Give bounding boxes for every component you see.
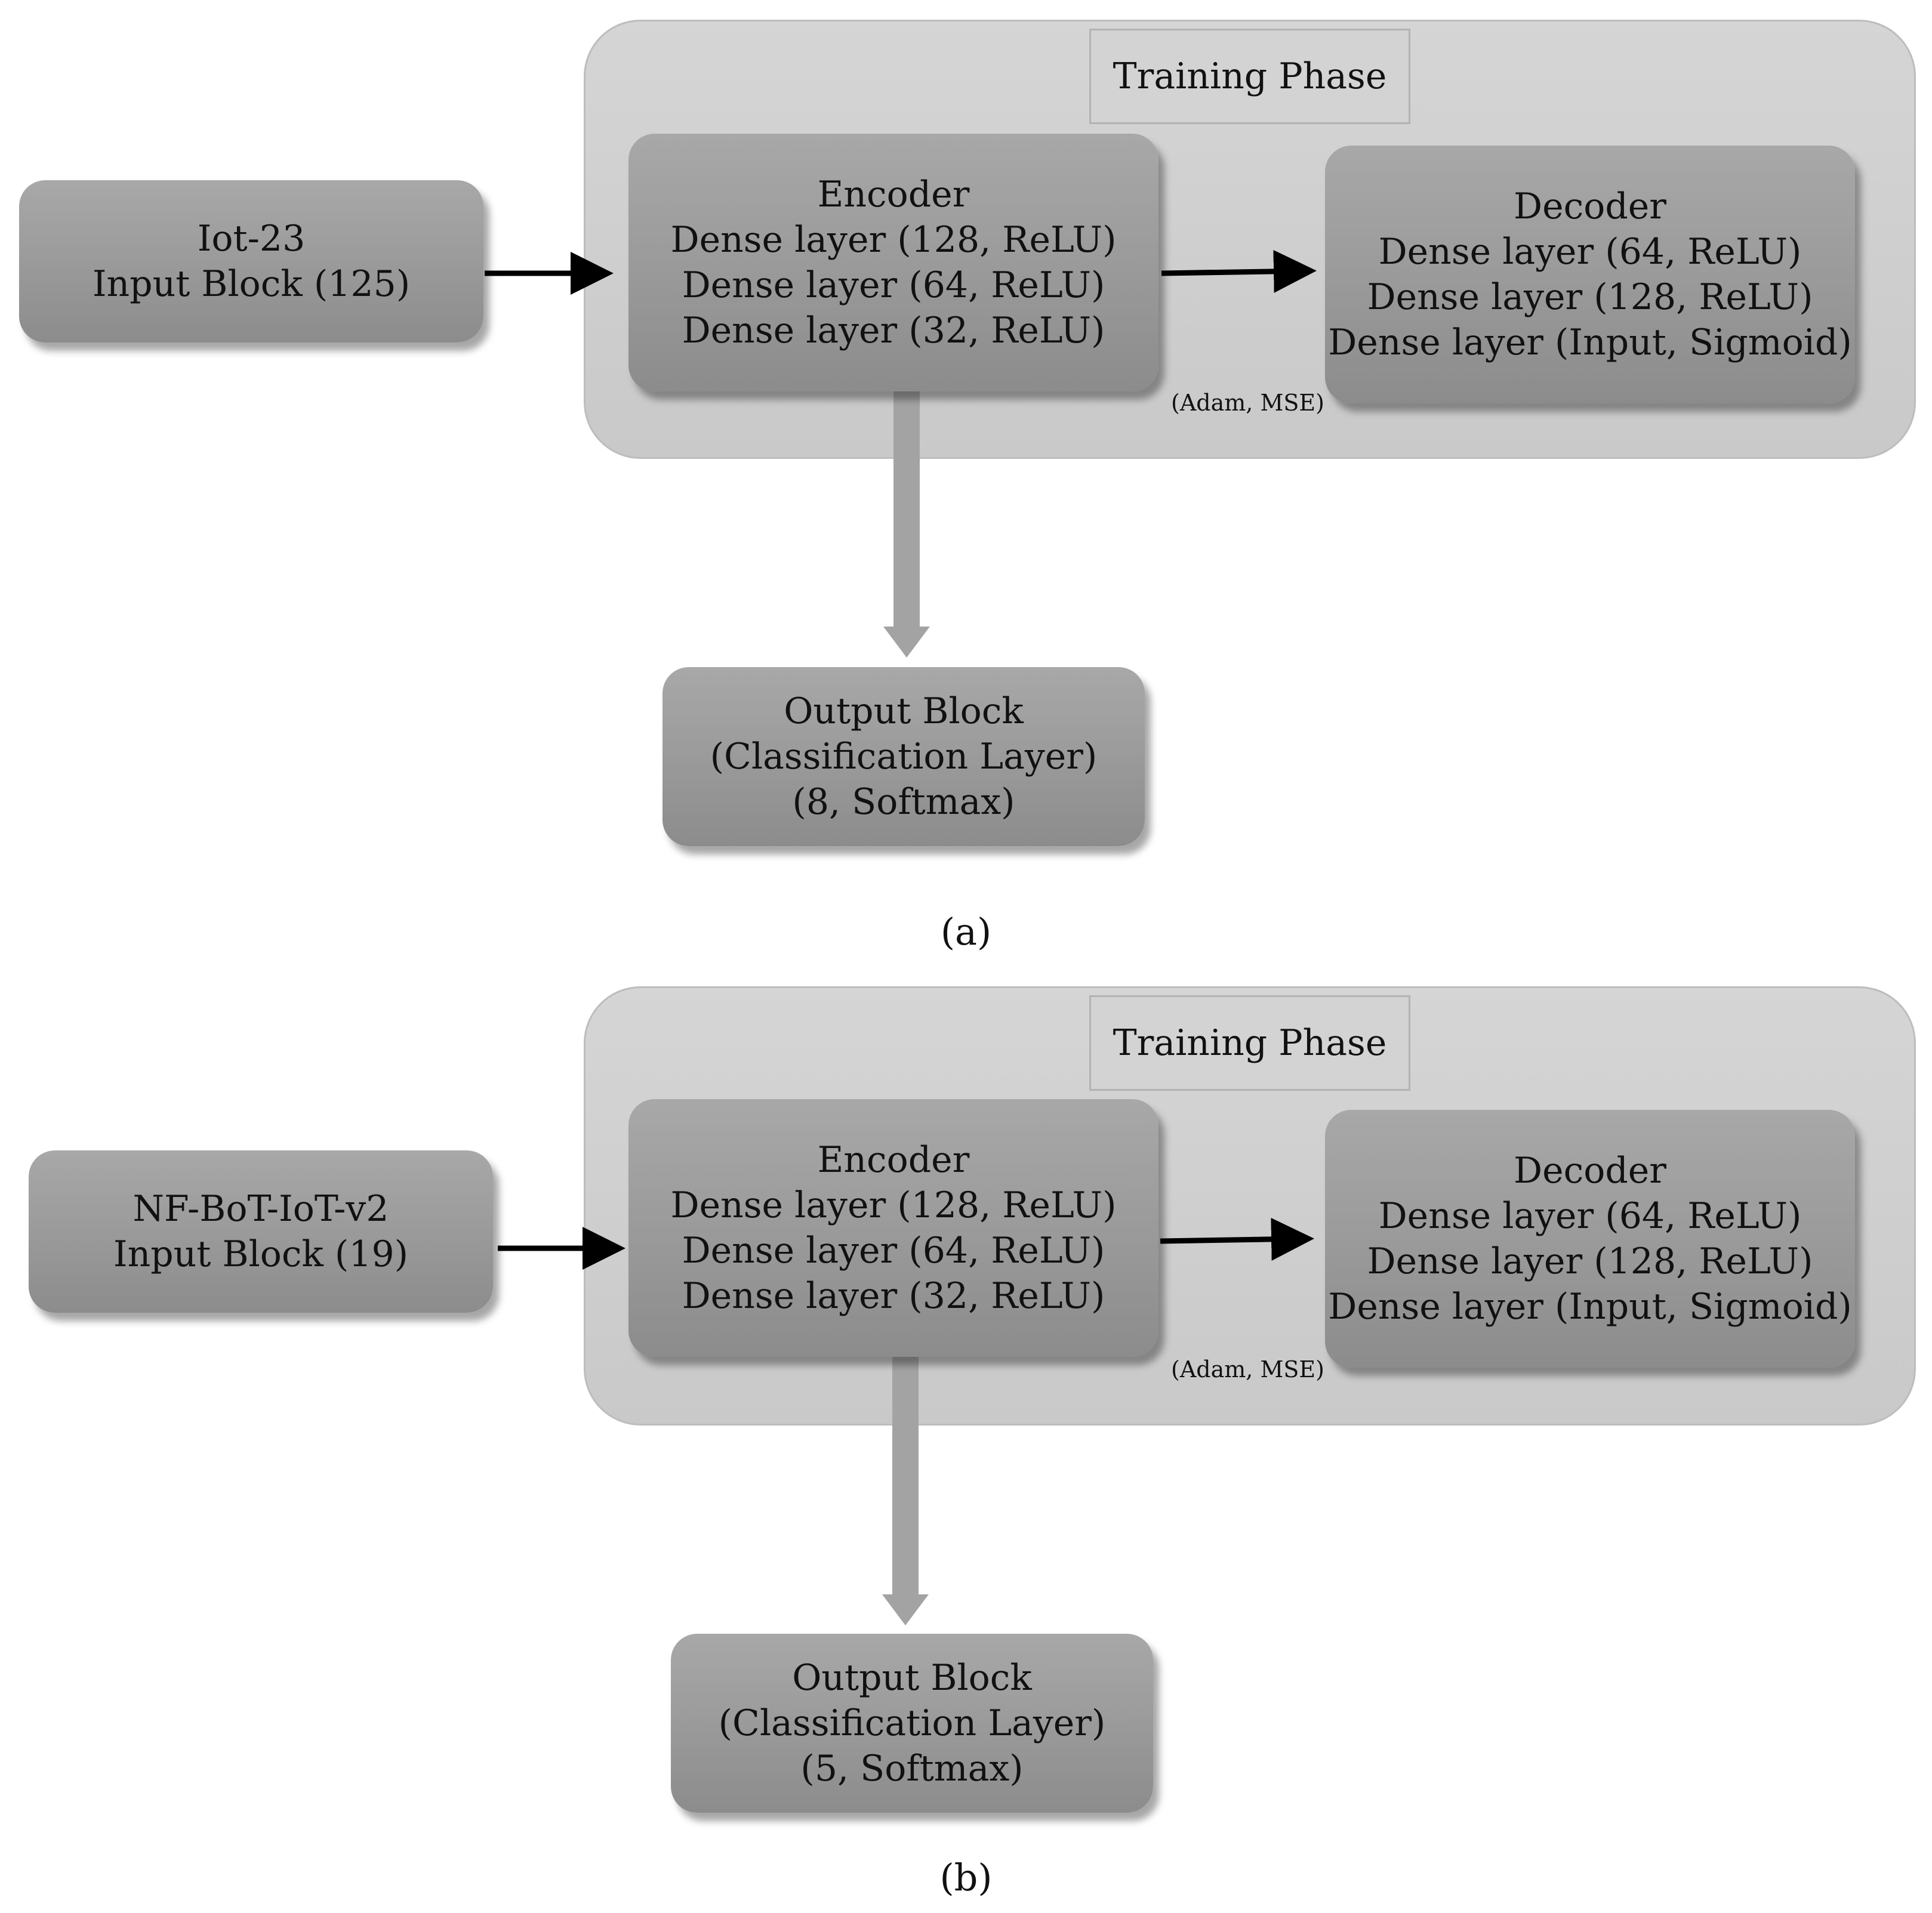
diagram-panel-a: Training Phase Iot-23 Input Block (125) … [0, 0, 1932, 954]
encoder-to-output-arrow [882, 1357, 929, 1625]
encoder-to-output-arrow [883, 391, 930, 658]
decoder-title: Decoder [1514, 186, 1666, 227]
encoder-block: Encoder Dense layer (128, ReLU) Dense la… [628, 1099, 1158, 1357]
decoder-layer-2: Dense layer (128, ReLU) [1367, 276, 1813, 318]
input-block: NF-BoT-IoT-v2 Input Block (19) [29, 1150, 493, 1313]
encoder-to-decoder-arrow [1160, 1217, 1314, 1261]
dataset-name: NF-BoT-IoT-v2 [133, 1188, 389, 1230]
encoder-layer-3: Dense layer (32, ReLU) [682, 310, 1105, 351]
encoder-layer-1: Dense layer (128, ReLU) [670, 219, 1117, 261]
input-block: Iot-23 Input Block (125) [19, 180, 483, 343]
output-layer-type: (Classification Layer) [710, 736, 1098, 777]
encoder-to-decoder-arrow [1161, 249, 1317, 293]
decoder-title: Decoder [1514, 1150, 1666, 1192]
input-size-label: Input Block (19) [113, 1233, 409, 1275]
decoder-layer-1: Dense layer (64, ReLU) [1378, 231, 1802, 273]
encoder-block: Encoder Dense layer (128, ReLU) Dense la… [628, 134, 1158, 391]
output-title: Output Block [792, 1657, 1032, 1699]
decoder-layer-1: Dense layer (64, ReLU) [1378, 1195, 1802, 1237]
output-layer-spec: (5, Softmax) [800, 1748, 1024, 1789]
diagram-panel-b: Training Phase NF-BoT-IoT-v2 Input Block… [0, 967, 1932, 1899]
input-size-label: Input Block (125) [92, 263, 411, 305]
decoder-block: Decoder Dense layer (64, ReLU) Dense lay… [1325, 146, 1855, 403]
encoder-title: Encoder [817, 1139, 970, 1181]
training-phase-title: Training Phase [1089, 995, 1410, 1091]
dataset-name: Iot-23 [197, 218, 306, 260]
encoder-layer-1: Dense layer (128, ReLU) [670, 1184, 1117, 1226]
output-layer-spec: (8, Softmax) [792, 781, 1015, 823]
decoder-layer-2: Dense layer (128, ReLU) [1367, 1241, 1813, 1282]
panel-caption: (b) [939, 1856, 993, 1899]
output-layer-type: (Classification Layer) [718, 1702, 1106, 1744]
output-block: Output Block (Classification Layer) (5, … [671, 1634, 1153, 1813]
optimizer-note: (Adam, MSE) [1171, 1356, 1324, 1383]
decoder-layer-3: Dense layer (Input, Sigmoid) [1328, 1286, 1852, 1328]
training-phase-title: Training Phase [1089, 29, 1410, 124]
decoder-layer-3: Dense layer (Input, Sigmoid) [1328, 322, 1852, 363]
decoder-block: Decoder Dense layer (64, ReLU) Dense lay… [1325, 1110, 1855, 1368]
training-phase-label: Training Phase [1113, 1022, 1387, 1064]
encoder-layer-3: Dense layer (32, ReLU) [682, 1275, 1105, 1317]
output-block: Output Block (Classification Layer) (8, … [663, 667, 1145, 846]
encoder-layer-2: Dense layer (64, ReLU) [682, 1230, 1105, 1272]
connector-arrows [485, 249, 1317, 658]
training-phase-label: Training Phase [1113, 55, 1387, 97]
encoder-title: Encoder [817, 174, 970, 215]
connector-arrows [498, 1217, 1314, 1625]
panel-caption: (a) [940, 910, 992, 954]
encoder-layer-2: Dense layer (64, ReLU) [682, 264, 1105, 306]
output-title: Output Block [784, 690, 1024, 732]
optimizer-note: (Adam, MSE) [1171, 390, 1324, 416]
